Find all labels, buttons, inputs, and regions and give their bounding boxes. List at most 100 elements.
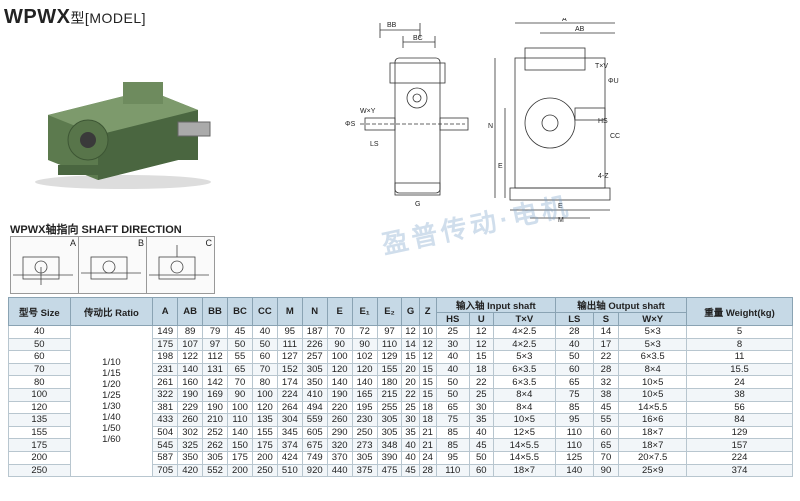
table-cell: 20 (401, 375, 420, 389)
table-cell: 169 (202, 387, 228, 402)
svg-text:LS: LS (370, 141, 379, 148)
page-title: WPWX型[MODEL] (4, 6, 146, 29)
table-cell: 18×7 (618, 425, 687, 440)
col-cc: CC (251, 297, 278, 326)
table-cell: 100 (227, 400, 253, 415)
table-cell: 150 (227, 438, 253, 452)
table-cell: 15 (418, 387, 437, 402)
table-cell: 8×4 (492, 387, 557, 402)
table-cell: 65 (435, 400, 470, 415)
table-cell: 90 (326, 337, 353, 352)
table-cell: 5×3 (618, 325, 687, 339)
table-cell: 322 (152, 387, 179, 402)
table-cell: 60 (251, 350, 278, 364)
ratio-value: 1/30 (102, 401, 121, 413)
table-cell: 10×5 (492, 413, 557, 427)
col-g: G (401, 297, 420, 326)
table-cell: 14 (401, 337, 420, 352)
table-cell: 97 (376, 325, 403, 339)
table-cell: 131 (202, 362, 228, 377)
table-cell: 70 (251, 362, 278, 377)
model-name: WPWX (4, 6, 71, 28)
table-cell: 90 (351, 337, 378, 352)
table-cell: 15 (418, 375, 437, 389)
table-cell: 433 (152, 413, 179, 427)
table-cell: 28 (555, 325, 594, 339)
table-cell: 70 (8, 362, 71, 377)
table-cell: 120 (351, 362, 378, 377)
spec-table: 型号 Size 传动比 Ratio A AB BB BC CC M N E E₁… (8, 297, 793, 478)
table-cell: 290 (326, 425, 353, 440)
table-cell: 6×3.5 (492, 375, 557, 389)
table-cell: 110 (376, 337, 403, 352)
table-cell: 11 (686, 350, 793, 364)
table-cell: 8×4 (492, 400, 557, 415)
table-cell: 200 (227, 463, 253, 478)
table-cell: 15.5 (686, 362, 793, 377)
table-cell: 79 (202, 325, 228, 339)
table-cell: 12 (418, 337, 437, 352)
table-cell: 16×6 (618, 413, 687, 427)
table-cell: 120 (8, 400, 71, 415)
table-cell: 24 (686, 375, 793, 389)
table-cell: 142 (202, 375, 228, 389)
table-cell: 135 (8, 413, 71, 427)
table-cell: 55 (592, 413, 620, 427)
table-cell: 5×3 (492, 350, 557, 364)
table-cell: 215 (376, 387, 403, 402)
table-cell: 381 (152, 400, 179, 415)
table-cell: 12 (468, 325, 494, 339)
table-cell: 160 (177, 375, 204, 389)
shaft-direction-title: WPWX轴指向 SHAFT DIRECTION (10, 224, 182, 236)
table-cell: 198 (152, 350, 179, 364)
col-size: 型号 Size (8, 297, 71, 326)
table-cell: 45 (227, 325, 253, 339)
col-weight: 重量 Weight(kg) (686, 297, 793, 326)
table-cell: 95 (555, 413, 594, 427)
table-cell: 250 (8, 463, 71, 478)
table-cell: 72 (351, 325, 378, 339)
table-cell: 65 (555, 375, 594, 389)
table-cell: 250 (251, 463, 278, 478)
table-cell: 25 (468, 387, 494, 402)
table-cell: 100 (326, 350, 353, 364)
table-cell: 6×3.5 (618, 350, 687, 364)
table-cell: 125 (555, 450, 594, 465)
table-cell: 190 (177, 387, 204, 402)
table-cell: 14 (592, 325, 620, 339)
table-cell: 140 (351, 375, 378, 389)
table-cell: 4×2.5 (492, 325, 557, 339)
table-cell: 89 (177, 325, 204, 339)
table-cell: 60 (468, 463, 494, 478)
table-cell: 552 (202, 463, 228, 478)
table-cell: 200 (251, 450, 278, 465)
table-cell: 749 (301, 450, 328, 465)
table-cell: 155 (376, 362, 403, 377)
col-e: E (326, 297, 353, 326)
table-cell: 175 (8, 438, 71, 452)
table-cell: 45 (592, 400, 620, 415)
table-cell: 129 (686, 425, 793, 440)
table-cell: 304 (276, 413, 303, 427)
table-cell: 10×5 (618, 375, 687, 389)
col-z: Z (418, 297, 437, 326)
table-cell: 14×5.5 (492, 450, 557, 465)
table-cell: 504 (152, 425, 179, 440)
table-cell: 260 (177, 413, 204, 427)
table-cell: 370 (326, 450, 353, 465)
table-cell: 390 (376, 450, 403, 465)
table-cell: 229 (177, 400, 204, 415)
col-e2: E₂ (376, 297, 403, 326)
table-cell: 374 (276, 438, 303, 452)
table-cell: 40 (468, 425, 494, 440)
table-cell: 40 (8, 325, 71, 339)
table-cell: 30 (401, 413, 420, 427)
table-cell: 100 (8, 387, 71, 402)
table-cell: 18 (418, 413, 437, 427)
table-cell: 70 (592, 450, 620, 465)
